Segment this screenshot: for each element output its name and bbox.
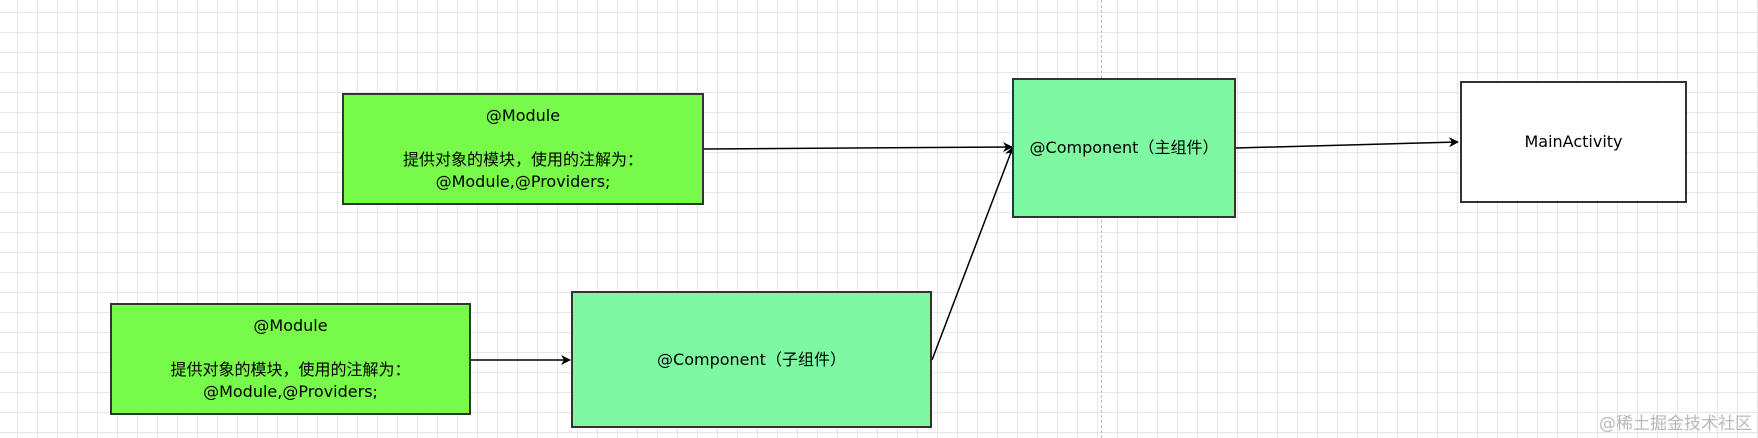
- edge-sub-component-to-main-component[interactable]: [931, 146, 1015, 361]
- main-component-label: @Component（主组件）: [1029, 138, 1219, 157]
- module-top-box[interactable]: @Module 提供对象的模块，使用的注解为： @Module,@Provide…: [342, 93, 704, 205]
- module-top-title: @Module: [485, 106, 561, 125]
- module-bottom-annotations: @Module,@Providers;: [203, 382, 378, 401]
- main-activity-label: MainActivity: [1524, 132, 1623, 151]
- sub-component-box[interactable]: @Component（子组件）: [571, 291, 932, 428]
- module-bottom-description: 提供对象的模块，使用的注解为：: [170, 360, 411, 379]
- module-bottom-title: @Module: [253, 316, 328, 335]
- module-top-annotations: @Module,@Providers;: [435, 172, 611, 191]
- main-activity-box[interactable]: MainActivity: [1460, 81, 1687, 203]
- edge-main-component-to-main-activity[interactable]: [1235, 137, 1459, 149]
- module-top-description: 提供对象的模块，使用的注解为：: [402, 150, 643, 169]
- edge-module-top-to-main-component[interactable]: [703, 142, 1013, 153]
- main-component-box[interactable]: @Component（主组件）: [1012, 78, 1236, 218]
- sub-component-label: @Component（子组件）: [657, 349, 846, 369]
- page-break-line: [1101, 0, 1102, 438]
- module-bottom-box[interactable]: @Module 提供对象的模块，使用的注解为： @Module,@Provide…: [110, 303, 471, 415]
- watermark-text: @稀土掘金技术社区: [1599, 414, 1752, 434]
